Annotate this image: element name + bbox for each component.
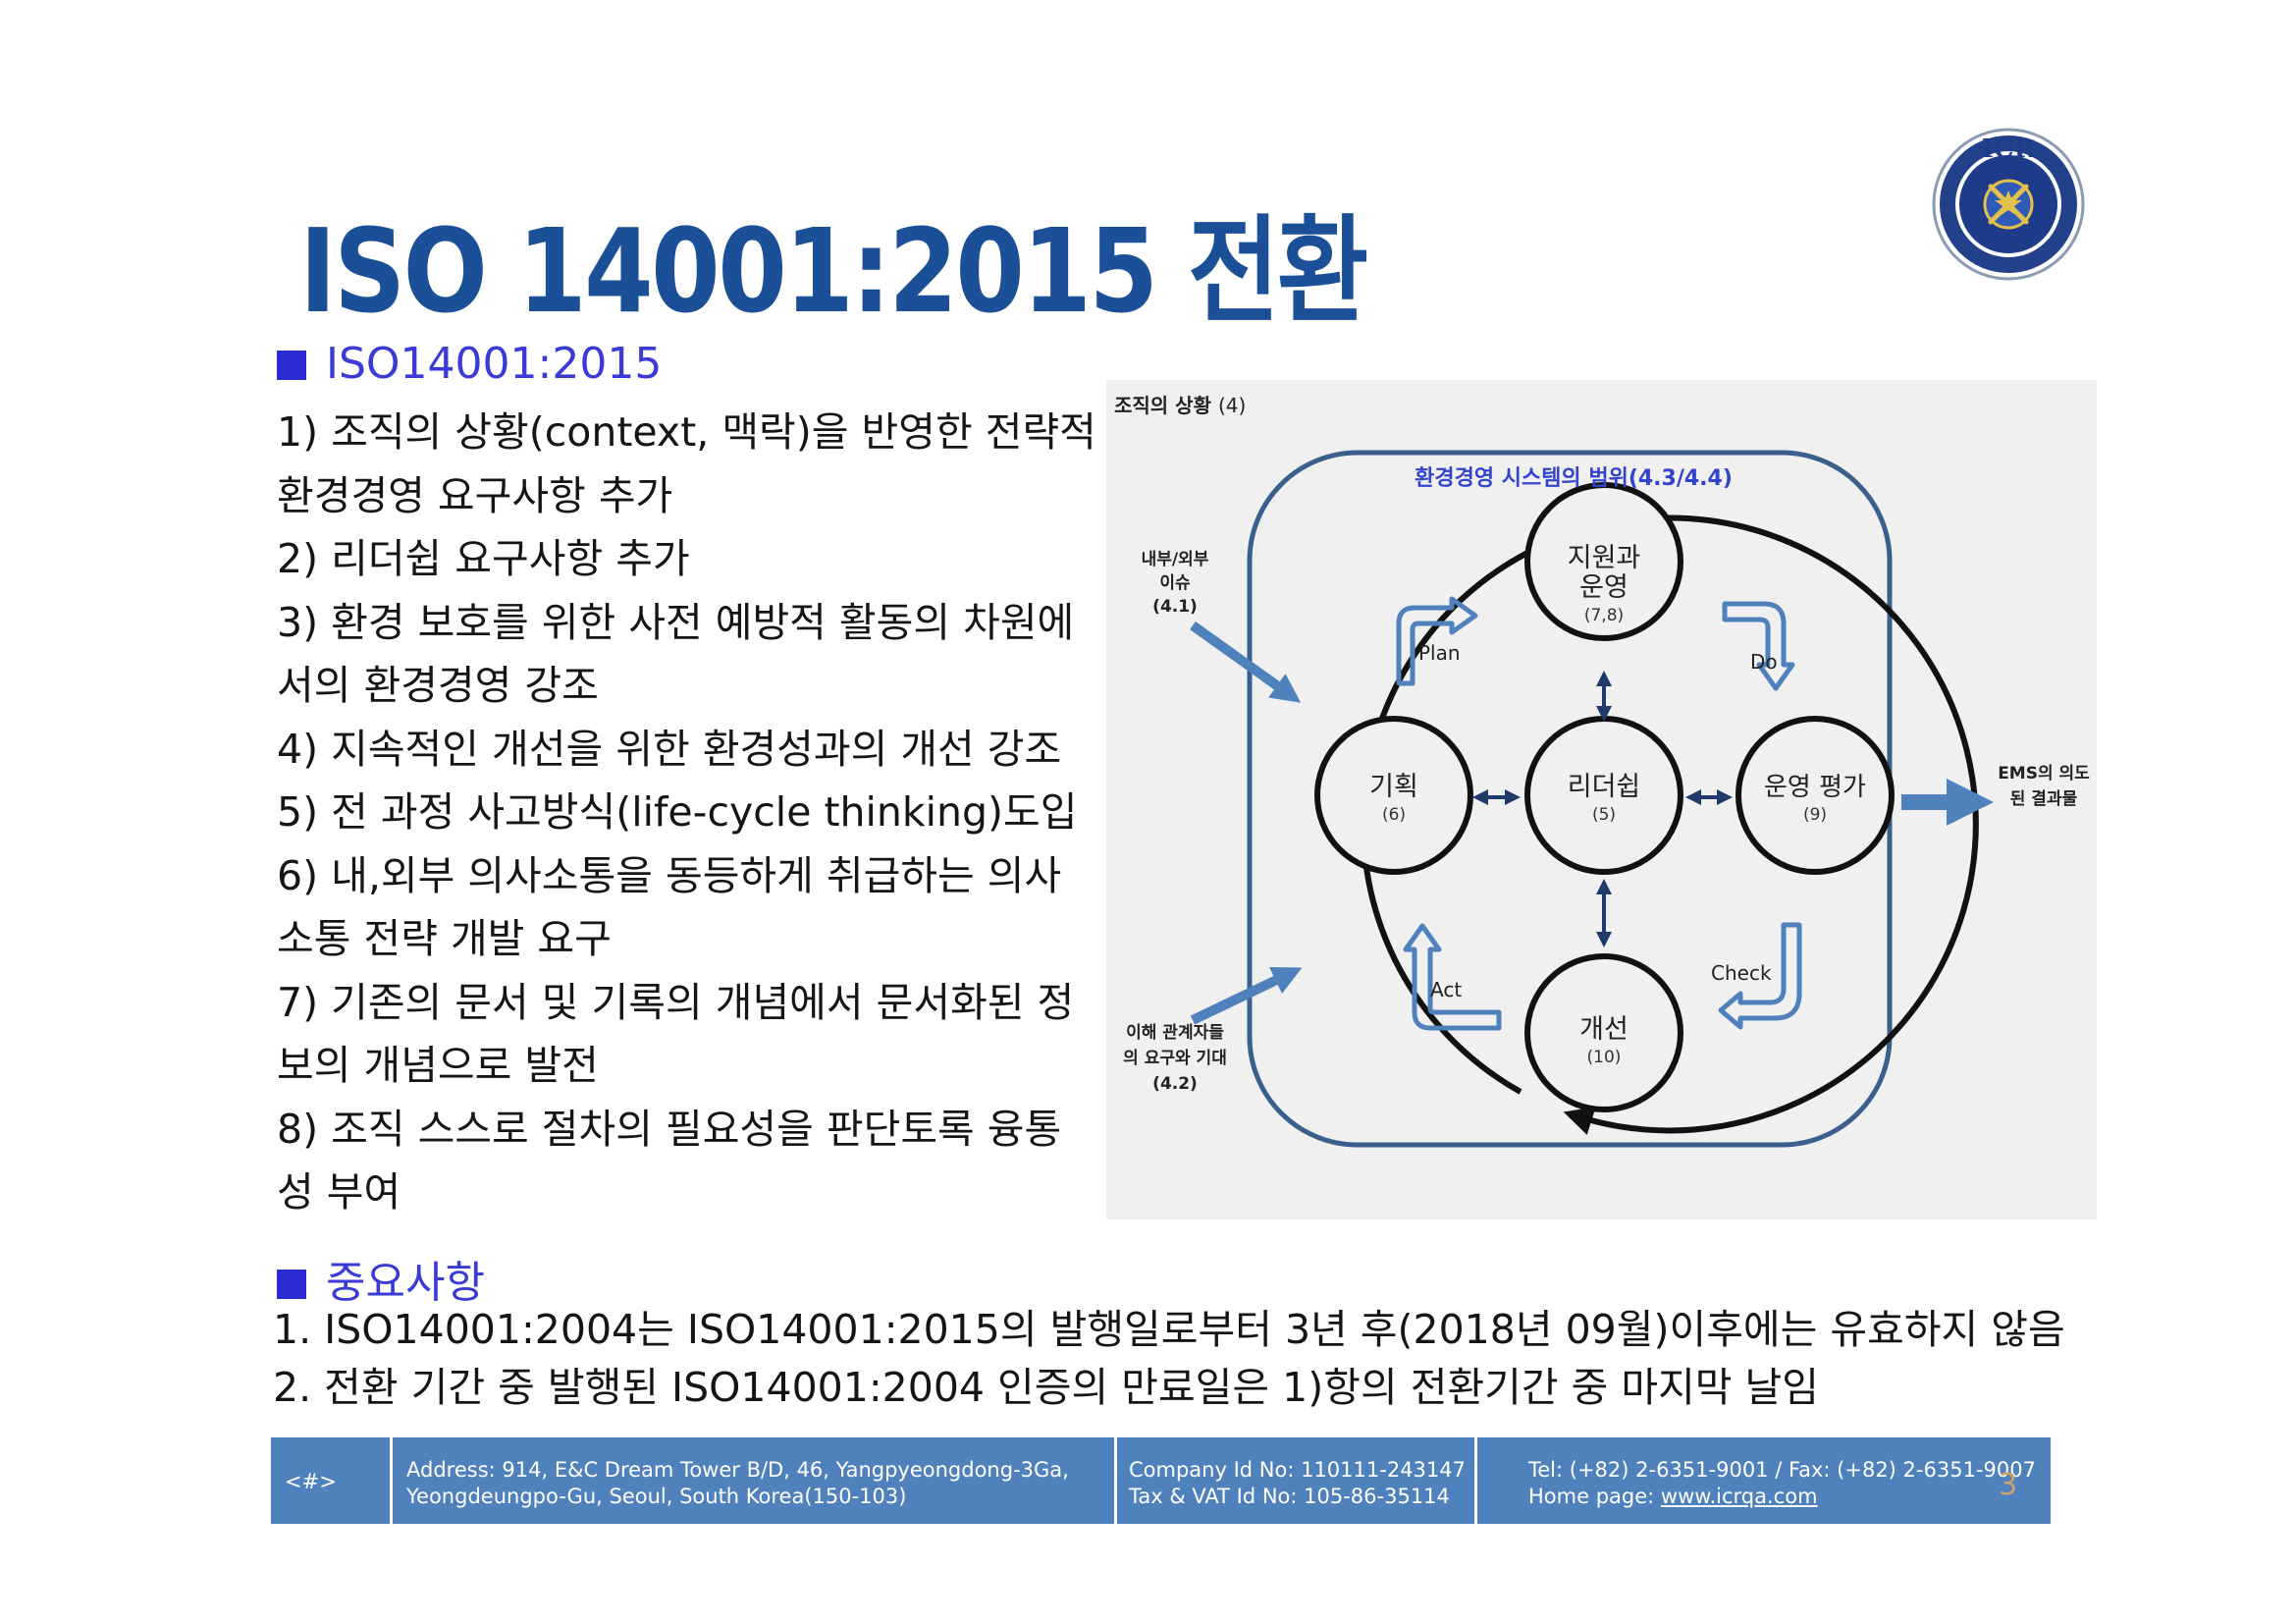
improvement-ref: (10): [1587, 1048, 1622, 1067]
footer-address: Address: 914, E&C Dream Tower B/D, 46, Y…: [393, 1437, 1114, 1524]
do-label: Do: [1750, 650, 1778, 674]
do-arrow: [1722, 601, 1795, 691]
list-line: 3) 환경 보호를 위한 사전 예방적 활동의 차원에: [277, 598, 1075, 646]
check-label: Check: [1711, 961, 1772, 985]
issues-arrow: [1190, 621, 1302, 703]
section-heading-important: 중요사항: [277, 1247, 485, 1310]
support-name-2: 운영: [1579, 572, 1629, 603]
list-line: 8) 조직 스스로 절차의 필요성을 판단토록 융통: [277, 1105, 1062, 1153]
footer-bar: <#> Address: 914, E&C Dream Tower B/D, 4…: [271, 1437, 2051, 1524]
interested-parties-arrow: [1190, 966, 1303, 1025]
address-line-2: Yeongdeungpo-Gu, Seoul, South Korea(150-…: [406, 1485, 907, 1508]
list-line: 서의 환경경영 강조: [277, 662, 599, 709]
list-line: 7) 기존의 문서 및 기록의 개념에서 문서화된 정: [277, 978, 1075, 1026]
page-number: 3: [1999, 1468, 2018, 1502]
list-line: 소통 전략 개발 요구: [277, 915, 612, 962]
list-line: 보의 개념으로 발전: [277, 1042, 599, 1089]
page-title: ISO 14001:2015 전환: [299, 203, 1368, 339]
section-heading-text: 중요사항: [326, 1258, 485, 1308]
homepage-link[interactable]: www.icrqa.com: [1660, 1485, 1818, 1508]
issues-label-3: (4.1): [1152, 597, 1198, 617]
act-label: Act: [1430, 978, 1462, 1001]
footer-company: Company Id No: 110111-243147 Tax & VAT I…: [1117, 1437, 1474, 1524]
homepage-line: Home page: www.icrqa.com: [1528, 1484, 2051, 1510]
ems-diagram: 조직의 상황 (4) 환경경영 시스템의 범위(4.3/4.4) 내부/외부 이…: [1106, 380, 2097, 1219]
interested-label-1: 이해 관계자들: [1126, 1023, 1224, 1043]
list-line: 4) 지속적인 개선을 위한 환경성과의 개선 강조: [277, 725, 1062, 773]
outcome-label-2: 된 결과물: [2010, 789, 2078, 809]
list-line: 2) 리더쉽 요구사항 추가: [277, 535, 690, 582]
footer-page-field: <#>: [271, 1437, 390, 1524]
section-heading-text: ISO14001:2015: [326, 339, 663, 389]
plan-label: Plan: [1418, 641, 1461, 665]
company-id: Company Id No: 110111-243147: [1129, 1458, 1466, 1482]
icr-logo: ICR: [1932, 128, 2085, 281]
issues-label-2: 이슈: [1159, 573, 1191, 593]
evaluation-node: [1735, 716, 1895, 875]
section-heading-iso: ISO14001:2015: [277, 339, 662, 389]
tel-fax: Tel: (+82) 2-6351-9001 / Fax: (+82) 2-63…: [1528, 1458, 2036, 1482]
planning-node: [1314, 716, 1473, 875]
leadership-name: 리더쉽: [1568, 772, 1641, 802]
note-line: 2. 전환 기간 중 발행된 ISO14001:2004 인증의 만료일은 1)…: [273, 1364, 1819, 1411]
footer-contact: Tel: (+82) 2-6351-9001 / Fax: (+82) 2-63…: [1477, 1437, 2051, 1524]
act-arrow: [1403, 923, 1502, 1031]
list-line: 5) 전 과정 사고방식(life-cycle thinking)도입: [277, 788, 1078, 836]
check-arrow: [1718, 922, 1802, 1030]
scope-label: 환경경영 시스템의 범위(4.3/4.4): [1415, 466, 1733, 491]
homepage-label: Home page:: [1528, 1485, 1661, 1508]
issues-label-1: 내부/외부: [1142, 550, 1209, 569]
list-line: 성 부여: [277, 1168, 401, 1216]
ems-diagram-svg: 조직의 상황 (4) 환경경영 시스템의 범위(4.3/4.4) 내부/외부 이…: [1114, 394, 2090, 1148]
planning-name: 기획: [1369, 772, 1418, 802]
support-name-1: 지원과: [1568, 543, 1641, 573]
improvement-node: [1524, 953, 1683, 1112]
list-line: 6) 내,외부 의사소통을 동등하게 취급하는 의사: [277, 851, 1062, 899]
support-ref: (7,8): [1584, 606, 1624, 625]
interested-label-2: 의 요구와 기대: [1123, 1049, 1227, 1068]
context-label: 조직의 상황 (4): [1114, 394, 1246, 417]
important-notes-list: 1. ISO14001:2004는 ISO14001:2015의 발행일로부터 …: [273, 1301, 2065, 1417]
evaluation-name: 운영 평가: [1764, 773, 1866, 802]
leadership-ref: (5): [1592, 805, 1616, 825]
evaluation-ref: (9): [1803, 805, 1827, 825]
interested-label-3: (4.2): [1152, 1074, 1198, 1094]
note-line: 1. ISO14001:2004는 ISO14001:2015의 발행일로부터 …: [273, 1306, 2065, 1353]
improvement-name: 개선: [1579, 1014, 1629, 1045]
square-bullet-icon: [277, 1270, 306, 1299]
square-bullet-icon: [277, 351, 306, 380]
list-line: 환경경영 요구사항 추가: [277, 471, 673, 519]
iso-changes-list: 1) 조직의 상황(context, 맥락)을 반영한 전략적 환경경영 요구사…: [277, 401, 1096, 1224]
list-line: 1) 조직의 상황(context, 맥락)을 반영한 전략적: [277, 408, 1096, 456]
planning-ref: (6): [1382, 805, 1406, 825]
outcome-label-1: EMS의 의도: [1998, 764, 2090, 784]
logo-text: ICR: [1982, 135, 2036, 164]
plan-arrow: [1396, 596, 1478, 686]
support-node: [1524, 482, 1683, 641]
address-line-1: Address: 914, E&C Dream Tower B/D, 46, Y…: [406, 1458, 1069, 1482]
tax-id: Tax & VAT Id No: 105-86-35114: [1129, 1485, 1450, 1508]
